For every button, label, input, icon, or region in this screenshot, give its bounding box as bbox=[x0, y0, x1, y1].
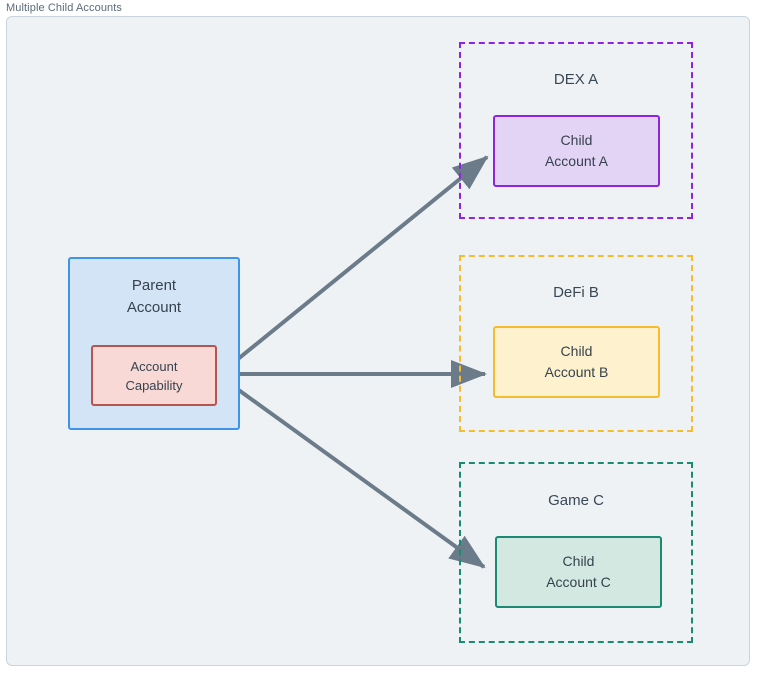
child-account-c-label-line1: Child bbox=[562, 553, 595, 569]
child-account-b-label-line2: Account B bbox=[544, 364, 609, 380]
group-label-defi-b: DeFi B bbox=[553, 284, 599, 301]
group-region-dex-a: DEX A bbox=[459, 42, 693, 219]
group-label-game-c: Game C bbox=[548, 492, 604, 509]
group-region-game-c: Game C bbox=[459, 462, 693, 643]
account-capability-label-line2: Capability bbox=[125, 377, 183, 393]
account-capability-label-line1: Account bbox=[130, 358, 178, 374]
parent-account-label-line1: Parent bbox=[131, 277, 177, 294]
account-capability-node[interactable]: Account Capability bbox=[91, 345, 217, 406]
child-account-b-label-line1: Child bbox=[560, 343, 593, 359]
group-label-dex-a: DEX A bbox=[553, 71, 599, 88]
child-account-a-node[interactable]: Child Account A bbox=[493, 115, 660, 187]
child-account-c-node[interactable]: Child Account C bbox=[495, 536, 662, 608]
child-account-a-label-line1: Child bbox=[560, 132, 593, 148]
diagram-title: Multiple Child Accounts bbox=[6, 2, 123, 14]
group-region-defi-b: DeFi B bbox=[459, 255, 693, 432]
parent-account-label-line2: Account bbox=[126, 299, 182, 316]
child-account-b-node[interactable]: Child Account B bbox=[493, 326, 660, 398]
child-account-c-label-line2: Account C bbox=[546, 574, 611, 590]
child-account-a-label-line2: Account A bbox=[544, 153, 609, 169]
